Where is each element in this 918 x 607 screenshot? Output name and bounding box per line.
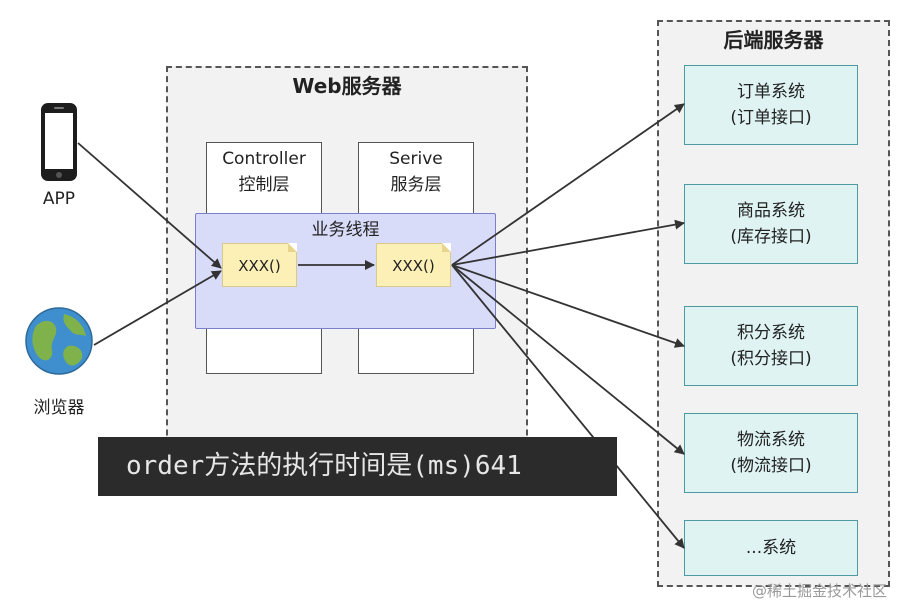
browser-to-controller-arrow xyxy=(93,270,222,346)
service-box-other: ...系统 xyxy=(684,520,858,576)
service-box-logistics: 物流系统 (物流接口) xyxy=(684,413,858,493)
watermark: @稀土掘金技术社区 xyxy=(752,582,888,600)
to-logistics-system-arrow xyxy=(451,264,685,455)
service-api: (订单接口) xyxy=(730,108,812,128)
execution-time-overlay: order方法的执行时间是(ms)641 xyxy=(98,437,617,496)
controller-label-en: Controller xyxy=(222,149,306,169)
service-label-en: Serive xyxy=(389,149,443,169)
service-method-note: XXX() xyxy=(376,243,451,287)
app-to-controller-arrow xyxy=(77,142,222,269)
service-api: (库存接口) xyxy=(730,227,812,247)
to-order-system-arrow xyxy=(451,103,685,266)
note-fold-icon xyxy=(288,243,297,252)
service-name: 积分系统 xyxy=(737,323,805,343)
controller-method-label: XXX() xyxy=(238,257,281,275)
service-api: (积分接口) xyxy=(730,349,812,369)
backend-server-title: 后端服务器 xyxy=(723,28,824,52)
service-api: (物流接口) xyxy=(730,456,812,476)
to-points-system-arrow xyxy=(451,264,685,348)
business-thread-label: 业务线程 xyxy=(311,220,380,240)
service-name: ...系统 xyxy=(745,538,797,558)
service-method-label: XXX() xyxy=(392,257,435,275)
globe-icon xyxy=(24,306,94,376)
note-fold-icon xyxy=(442,243,451,252)
service-box-product: 商品系统 (库存接口) xyxy=(684,184,858,264)
to-product-system-arrow xyxy=(451,219,685,266)
controller-label-cn: 控制层 xyxy=(238,175,290,195)
browser-label: 浏览器 xyxy=(33,398,85,418)
service-box-points: 积分系统 (积分接口) xyxy=(684,306,858,386)
controller-method-note: XXX() xyxy=(222,243,297,287)
service-label: Serive 服务层 xyxy=(359,143,473,198)
service-name: 商品系统 xyxy=(737,201,805,221)
service-name: 物流系统 xyxy=(737,430,805,450)
phone-icon xyxy=(40,102,78,182)
service-box-order: 订单系统 (订单接口) xyxy=(684,65,858,145)
service-label-cn: 服务层 xyxy=(390,175,442,195)
to-other-system-arrow xyxy=(451,264,685,549)
footer-fragment xyxy=(6,596,86,606)
controller-label: Controller 控制层 xyxy=(207,143,321,198)
service-name: 订单系统 xyxy=(737,82,805,102)
app-label: APP xyxy=(42,189,76,209)
web-server-title: Web服务器 xyxy=(292,74,402,98)
